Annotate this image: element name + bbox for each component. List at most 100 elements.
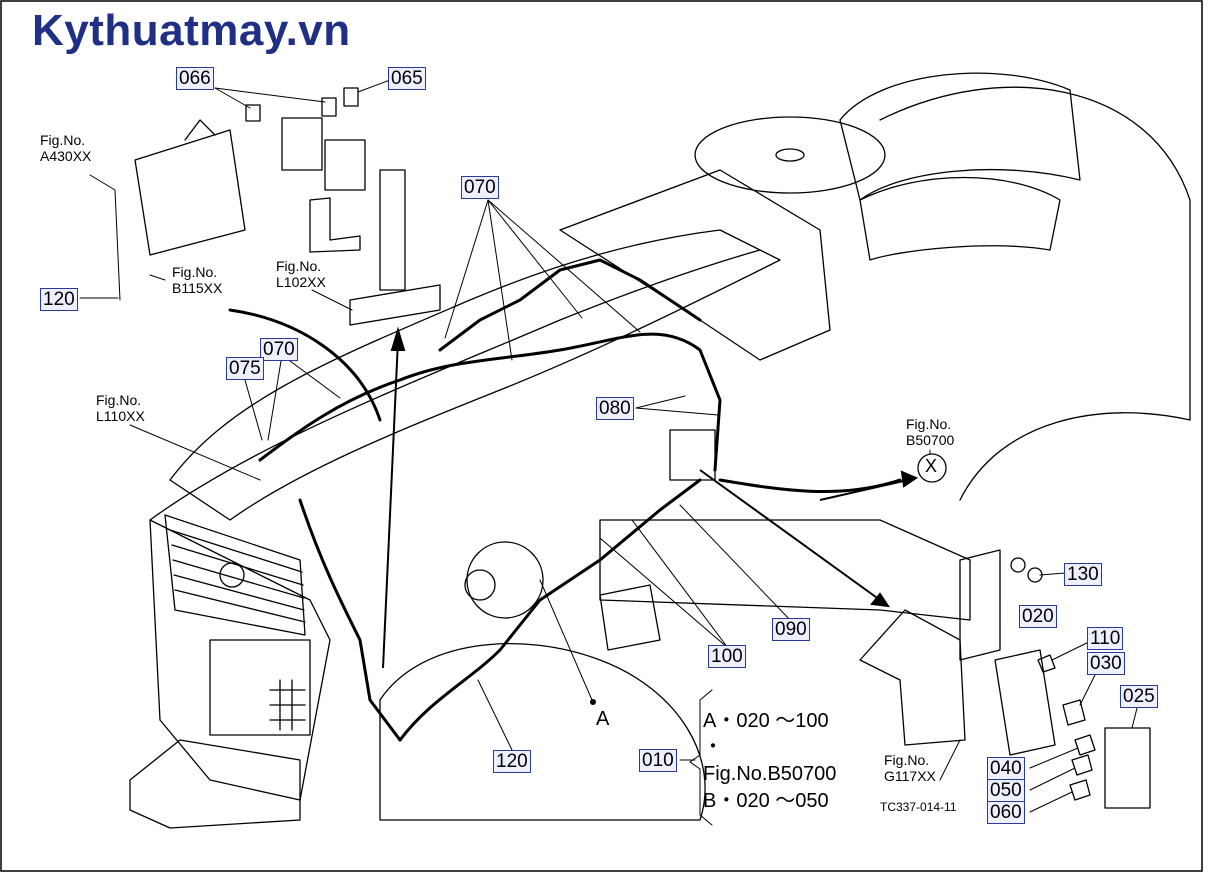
callout-010: 010 — [639, 749, 677, 772]
callout-066: 066 — [176, 67, 214, 90]
relay-pin-2 — [321, 97, 337, 117]
leader-066-a — [214, 87, 251, 109]
note-b-range: B・020 ～050 — [703, 790, 829, 812]
bracket-plate — [959, 549, 1001, 661]
figref-l110: Fig.No. L110XX — [96, 392, 145, 424]
callout-075: 075 — [226, 357, 264, 380]
hood-top-line — [149, 249, 761, 521]
frame-rail — [599, 519, 971, 621]
figref-l102-label: Fig.No. — [276, 258, 322, 274]
note-a-range: A・020 ～100 — [703, 710, 829, 732]
leader-070-top-d — [487, 199, 641, 333]
figref-l110-number: L110XX — [96, 408, 145, 424]
arrow-right-shaft — [699, 469, 881, 601]
leader-fig-l102 — [311, 289, 353, 311]
harness-main — [258, 332, 722, 472]
callout-020: 020 — [1019, 605, 1057, 628]
leader-100 — [599, 537, 729, 649]
arrow-right-head — [870, 592, 891, 608]
arrow-up-head — [390, 326, 406, 351]
front-bracket — [129, 739, 301, 829]
callout-080: 080 — [596, 397, 634, 420]
figref-l110-label: Fig.No. — [96, 392, 142, 408]
harness-front — [298, 498, 402, 742]
seat-cushion — [859, 176, 1061, 261]
figref-b115: Fig.No. B115XX — [172, 264, 222, 296]
washer-130 — [1010, 557, 1026, 573]
leader-060 — [1029, 791, 1073, 813]
callout-120-left: 120 — [40, 288, 78, 311]
battery — [209, 639, 311, 736]
figref-g117-label: Fig.No. — [884, 752, 930, 768]
note-brace — [689, 689, 713, 826]
arrow-x-shaft — [819, 479, 909, 501]
fuse-box-bracket — [859, 609, 966, 746]
front-grille-frame — [149, 519, 331, 801]
front-wheel — [379, 642, 706, 821]
fuse-small-2 — [1071, 754, 1093, 776]
leader-fig-b115 — [149, 274, 166, 281]
leader-040 — [1029, 747, 1079, 769]
fuse-small-1 — [1074, 734, 1096, 756]
fuse-relay — [1062, 699, 1086, 726]
emblem — [219, 562, 245, 588]
starter-motor — [599, 584, 661, 651]
callout-065: 065 — [388, 67, 426, 90]
leader-090 — [679, 504, 793, 623]
dashboard — [559, 169, 831, 361]
marker-a: A — [596, 708, 610, 730]
grille-slats — [169, 529, 306, 623]
figref-g117-number: G117XX — [884, 768, 936, 784]
hood-outline — [169, 229, 781, 521]
callout-130: 130 — [1064, 563, 1102, 586]
harness-arc — [228, 308, 382, 422]
site-brand-logo: Kythuatmay.vn — [32, 6, 351, 55]
leader-070-left-b — [281, 354, 341, 399]
callout-110: 110 — [1087, 627, 1124, 650]
figref-a430-number: A430XX — [40, 148, 92, 164]
figref-l102-number: L102XX — [276, 274, 326, 290]
alternator — [466, 541, 544, 619]
figref-a430-label: Fig.No. — [40, 132, 86, 148]
callout-050: 050 — [987, 779, 1025, 802]
bolt-110 — [1037, 654, 1056, 673]
fuse-small-3 — [1069, 779, 1091, 801]
leader-075 — [244, 379, 263, 441]
figref-b50700-label: Fig.No. — [906, 416, 952, 432]
leader-fig-a430 — [89, 174, 121, 301]
fuse-cover — [1104, 727, 1151, 809]
reservoir-cap — [184, 119, 216, 141]
leader-070-top-c — [487, 199, 583, 319]
leader-080-b — [635, 407, 719, 416]
relay-pin-1 — [245, 104, 261, 122]
steering-wheel — [694, 116, 886, 194]
note-fig-ref: Fig.No.B50700 — [703, 763, 837, 785]
figref-l102: Fig.No. L102XX — [276, 258, 326, 290]
callout-070-left: 070 — [260, 338, 298, 361]
alternator-pulley — [464, 569, 496, 601]
grille-inner — [164, 514, 306, 636]
a-marker-dot — [590, 699, 596, 705]
battery-grid — [269, 679, 306, 731]
figref-b115-label: Fig.No. — [172, 264, 218, 280]
figref-a430: Fig.No. A430XX — [40, 132, 91, 164]
x-marker-circle — [917, 453, 947, 483]
figref-b50700: Fig.No. B50700 — [906, 416, 954, 448]
callout-120-bottom: 120 — [493, 750, 531, 773]
support-post — [379, 169, 406, 291]
seat-back — [839, 72, 1081, 201]
leader-a — [539, 579, 593, 701]
callout-030: 030 — [1087, 652, 1125, 675]
reservoir-tank — [134, 129, 246, 256]
rear-fender — [879, 86, 1191, 501]
relay-2 — [324, 139, 366, 191]
relay-pin-3 — [343, 87, 359, 107]
leader-070-top-b — [487, 199, 513, 361]
arrow-x-head — [900, 470, 919, 488]
leader-080-a — [635, 395, 686, 409]
leader-fig-g117 — [939, 739, 961, 781]
relay-1 — [281, 117, 323, 171]
callout-060: 060 — [987, 801, 1025, 824]
ignition-module — [669, 429, 716, 481]
